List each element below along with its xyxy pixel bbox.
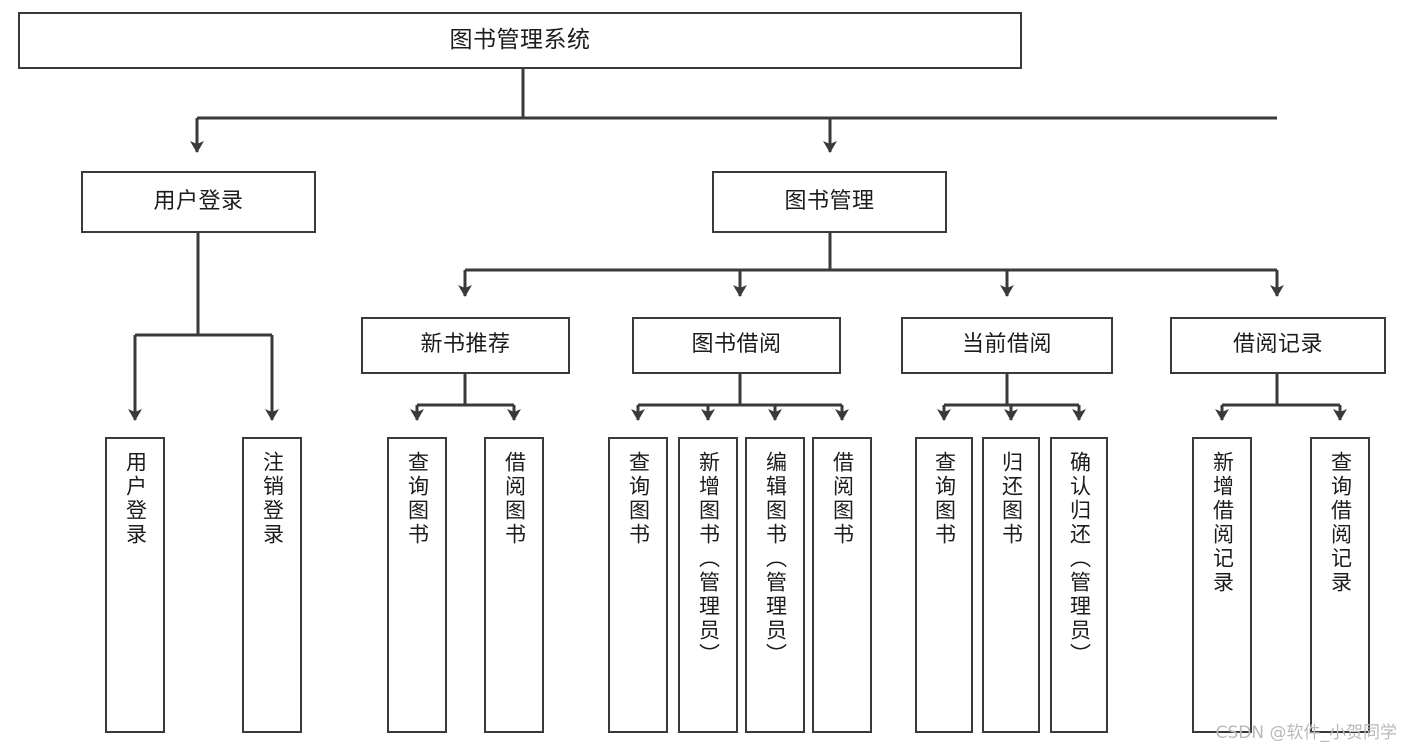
node-leaf-confirm-return-label: 确认归还（管理员）: [1067, 451, 1092, 667]
node-leaf-query-record[interactable]: 查询借阅记录: [1310, 437, 1370, 733]
node-leaf-logout-label: 注销登录: [260, 451, 285, 547]
node-leaf-add-record[interactable]: 新增借阅记录: [1192, 437, 1252, 733]
node-root[interactable]: 图书管理系统: [18, 12, 1022, 69]
node-book-borrow[interactable]: 图书借阅: [632, 317, 841, 374]
node-leaf-add-book[interactable]: 新增图书（管理员）: [678, 437, 738, 733]
node-leaf-edit-book[interactable]: 编辑图书（管理员）: [745, 437, 805, 733]
node-leaf-edit-book-label: 编辑图书（管理员）: [763, 451, 788, 667]
node-user-login[interactable]: 用户登录: [81, 171, 316, 233]
node-leaf-user-login-label: 用户登录: [123, 451, 148, 547]
node-leaf-add-book-label: 新增图书（管理员）: [696, 451, 721, 667]
node-leaf-borrow-book-1-label: 借阅图书: [502, 451, 527, 547]
node-leaf-query-book-1[interactable]: 查询图书: [387, 437, 447, 733]
node-leaf-borrow-book-1[interactable]: 借阅图书: [484, 437, 544, 733]
node-user-login-label: 用户登录: [153, 188, 244, 214]
node-leaf-query-book-2[interactable]: 查询图书: [608, 437, 668, 733]
node-leaf-query-record-label: 查询借阅记录: [1328, 451, 1353, 595]
node-leaf-add-record-label: 新增借阅记录: [1210, 451, 1235, 595]
node-leaf-query-book-1-label: 查询图书: [405, 451, 430, 547]
node-current-borrow[interactable]: 当前借阅: [901, 317, 1113, 374]
node-leaf-return-book-label: 归还图书: [999, 451, 1024, 547]
node-current-borrow-label: 当前借阅: [961, 332, 1052, 358]
watermark: CSDN @软件_小贺同学: [1215, 723, 1397, 743]
node-leaf-query-book-3-label: 查询图书: [932, 451, 957, 547]
node-leaf-query-book-2-label: 查询图书: [626, 451, 651, 547]
node-leaf-borrow-book-2[interactable]: 借阅图书: [812, 437, 872, 733]
node-leaf-logout[interactable]: 注销登录: [242, 437, 302, 733]
node-book-borrow-label: 图书借阅: [691, 332, 782, 358]
node-new-book-recommend[interactable]: 新书推荐: [361, 317, 570, 374]
node-leaf-confirm-return[interactable]: 确认归还（管理员）: [1050, 437, 1108, 733]
node-leaf-return-book[interactable]: 归还图书: [982, 437, 1040, 733]
node-borrow-record[interactable]: 借阅记录: [1170, 317, 1386, 374]
node-new-book-recommend-label: 新书推荐: [420, 332, 511, 358]
node-leaf-query-book-3[interactable]: 查询图书: [915, 437, 973, 733]
node-book-management[interactable]: 图书管理: [712, 171, 947, 233]
node-borrow-record-label: 借阅记录: [1232, 332, 1323, 358]
node-leaf-user-login[interactable]: 用户登录: [105, 437, 165, 733]
node-root-label: 图书管理系统: [449, 26, 591, 53]
node-leaf-borrow-book-2-label: 借阅图书: [830, 451, 855, 547]
node-book-management-label: 图书管理: [784, 188, 875, 214]
